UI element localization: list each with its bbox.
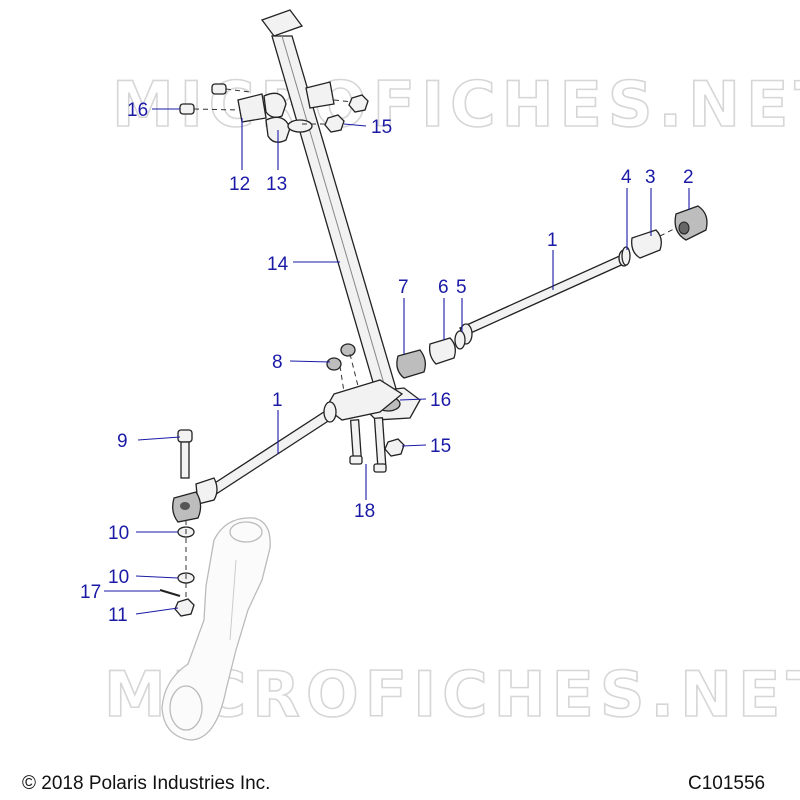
column-clamp [237, 81, 335, 143]
callout-4: 4 [621, 167, 632, 188]
rod-end-right [621, 205, 708, 266]
callout-11: 11 [108, 605, 128, 626]
top-fasteners [179, 83, 369, 133]
leader-lines [104, 108, 690, 615]
callout-12: 12 [229, 174, 250, 195]
callout-13: 13 [266, 174, 287, 195]
callout-1-right: 1 [547, 230, 558, 251]
callout-14: 14 [267, 254, 289, 275]
tie-rod-left [195, 401, 337, 505]
rod-end-center [396, 330, 466, 379]
tie-rod-right [459, 249, 630, 345]
copyright-text: © 2018 Polaris Industries Inc. [22, 773, 270, 794]
callout-17: 17 [80, 582, 101, 603]
callout-15-center: 15 [430, 436, 451, 457]
callout-5: 5 [456, 277, 467, 298]
callout-3: 3 [645, 167, 656, 188]
watermark-top: MICROFICHES.NET [112, 68, 800, 141]
callout-18: 18 [354, 501, 375, 522]
callout-8: 8 [272, 352, 283, 373]
steering-knuckle [161, 517, 271, 741]
pitman-arm [325, 343, 404, 421]
diagram-code: C101556 [688, 773, 765, 794]
rod-end-left [159, 429, 202, 617]
callout-10-upper: 10 [108, 523, 129, 544]
callout-2: 2 [683, 167, 694, 188]
callout-16-top: 16 [127, 100, 148, 121]
callout-9: 9 [117, 431, 128, 452]
bolts-18 [349, 417, 405, 473]
callout-7: 7 [398, 277, 409, 298]
callout-6: 6 [438, 277, 449, 298]
callout-10-lower: 10 [108, 567, 129, 588]
callout-labels: 16 12 13 15 14 4 3 2 1 7 6 5 8 16 1 9 15… [80, 100, 694, 626]
callout-16-center: 16 [430, 390, 451, 411]
callout-1-left: 1 [272, 390, 283, 411]
callout-15-top: 15 [371, 117, 392, 138]
